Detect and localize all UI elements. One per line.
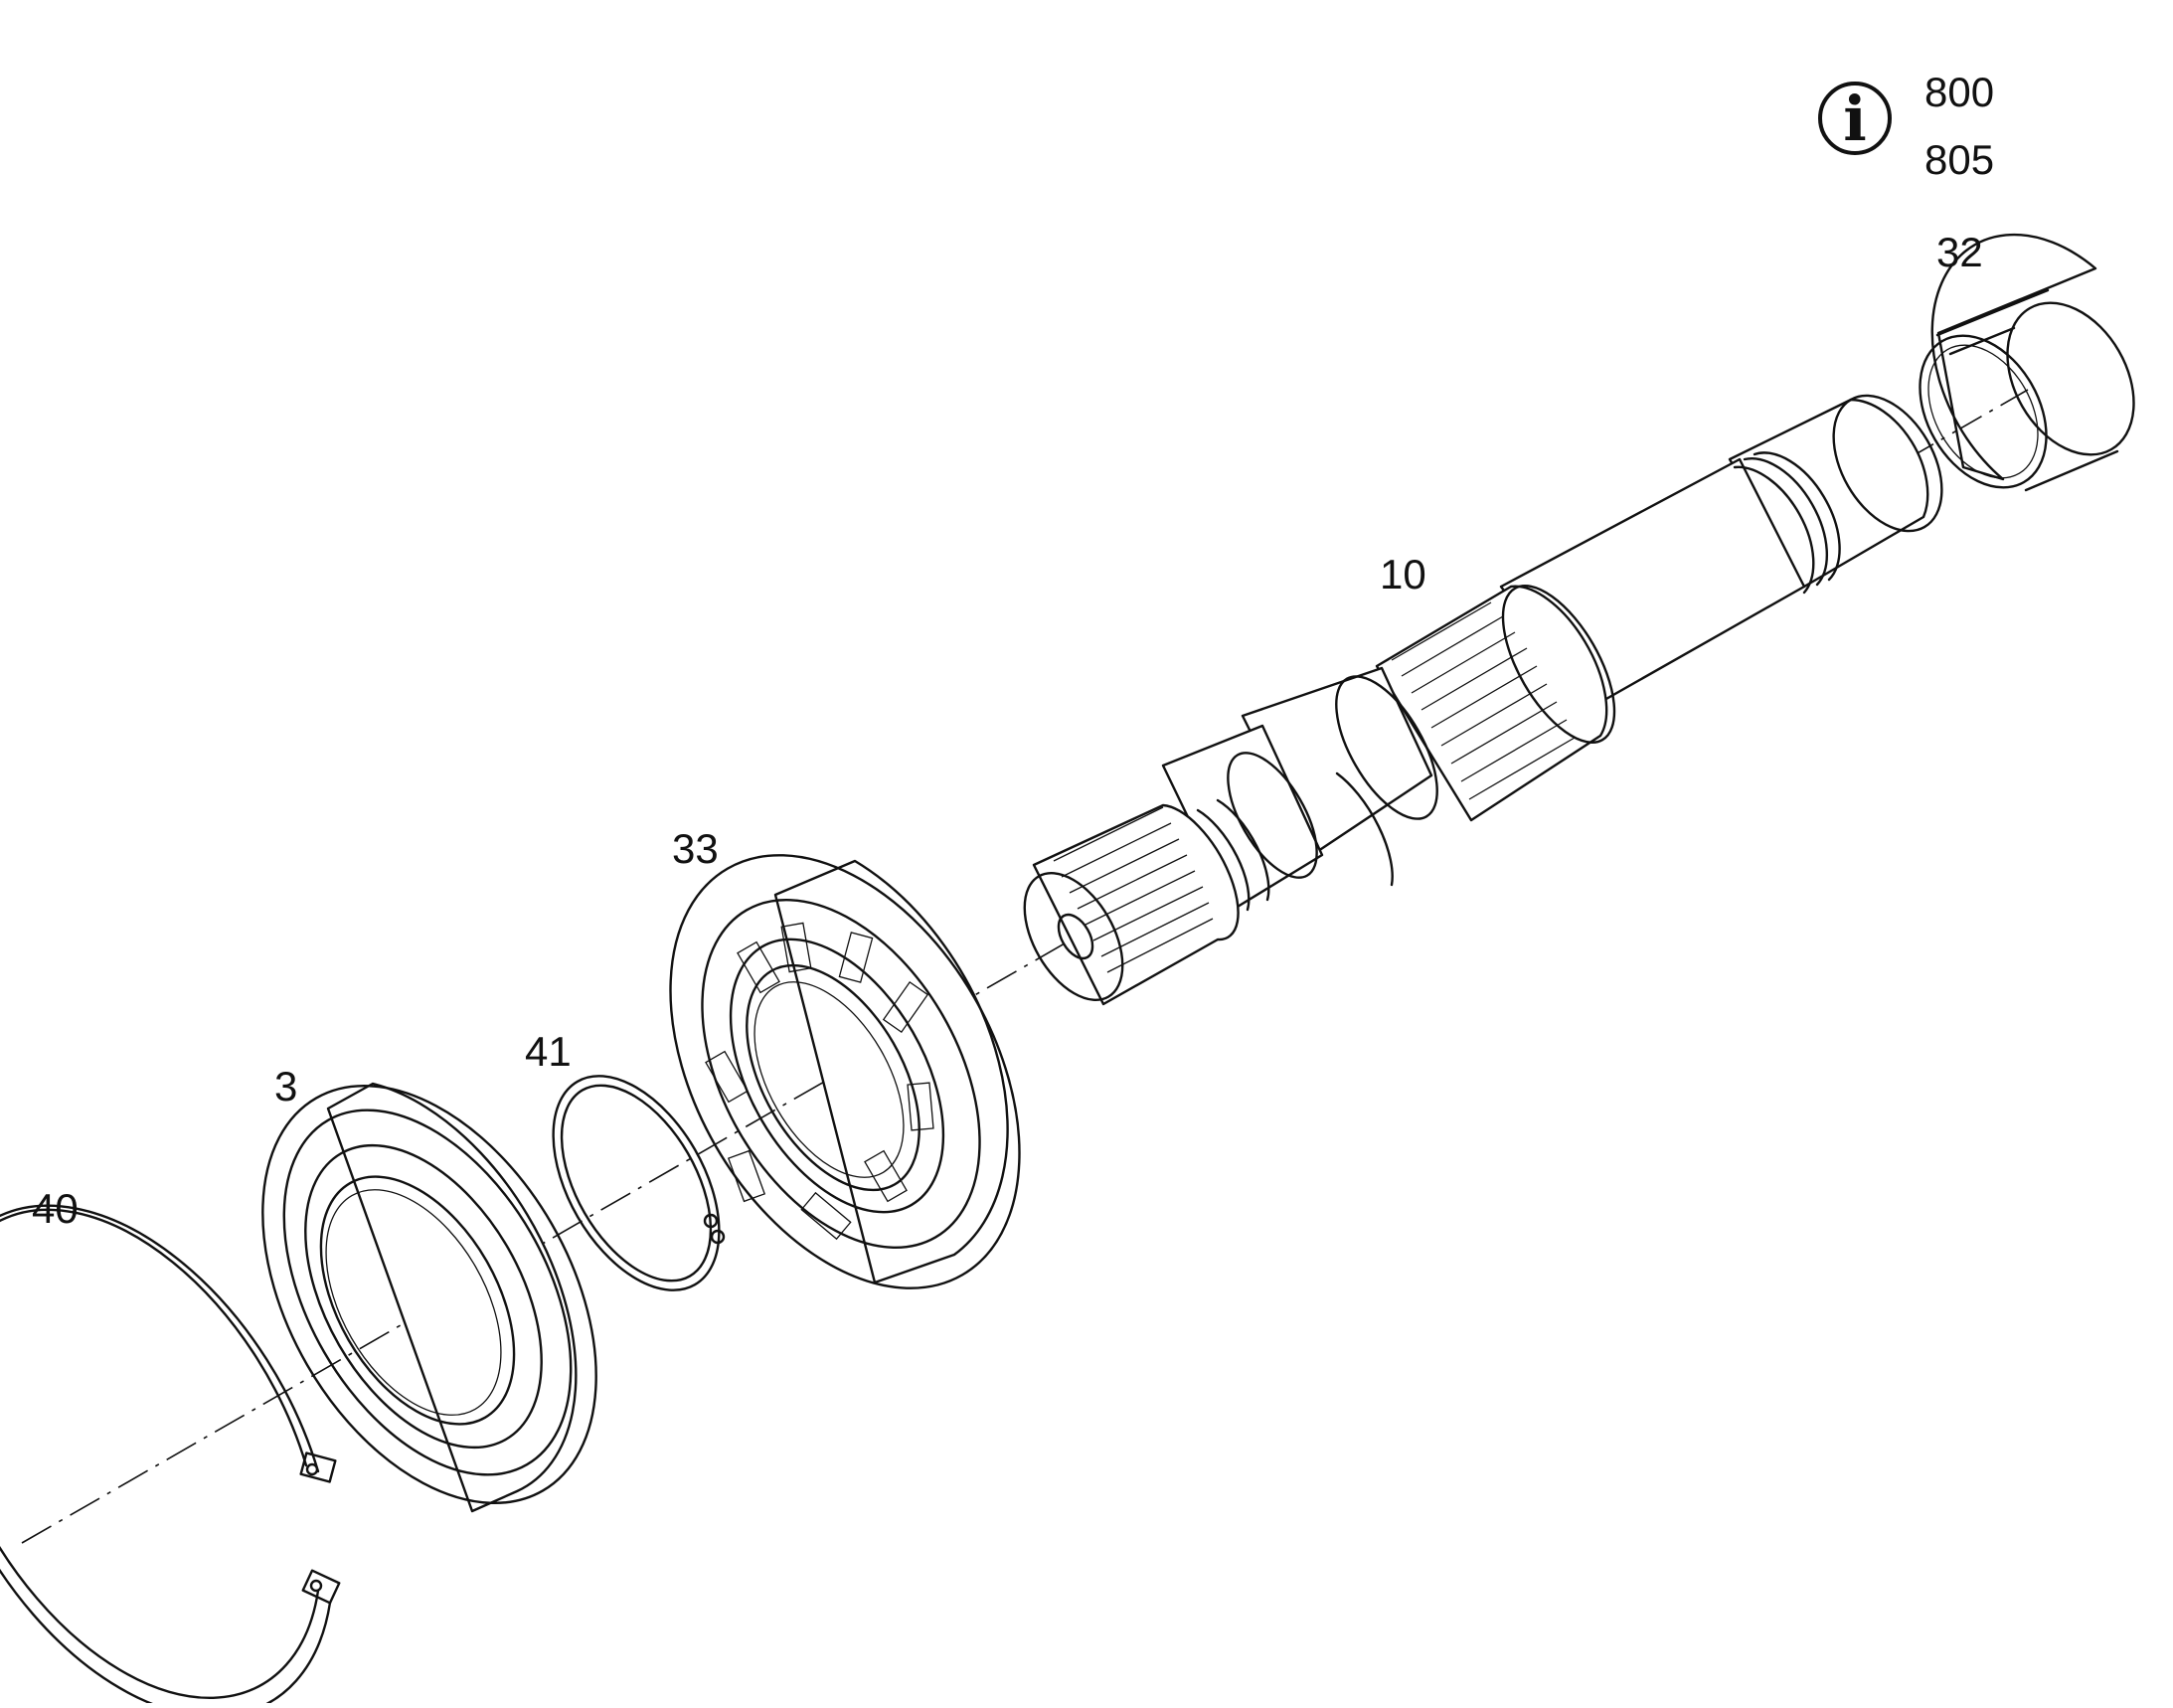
callout-33: 33 <box>672 825 719 872</box>
svg-text:i: i <box>1843 83 1867 155</box>
part-3-seal[interactable] <box>194 1028 665 1562</box>
info-icon[interactable]: i <box>1818 82 1892 155</box>
part-41-snap-ring[interactable] <box>519 1048 753 1318</box>
callout-40: 40 <box>32 1185 79 1232</box>
part-40-circlip[interactable] <box>0 1204 341 1708</box>
part-10-shaft[interactable] <box>1004 377 1963 1017</box>
info-ref-805[interactable]: 805 <box>1924 136 1994 183</box>
part-33-bearing[interactable] <box>598 794 1091 1350</box>
callout-3: 3 <box>274 1063 297 1110</box>
part-32-bushing[interactable] <box>1895 233 2160 510</box>
callout-32: 32 <box>1936 229 1983 275</box>
info-ref-800[interactable]: 800 <box>1924 69 1994 115</box>
callout-41: 41 <box>525 1028 572 1075</box>
center-axis <box>21 389 2029 1544</box>
callout-10: 10 <box>1380 551 1426 598</box>
